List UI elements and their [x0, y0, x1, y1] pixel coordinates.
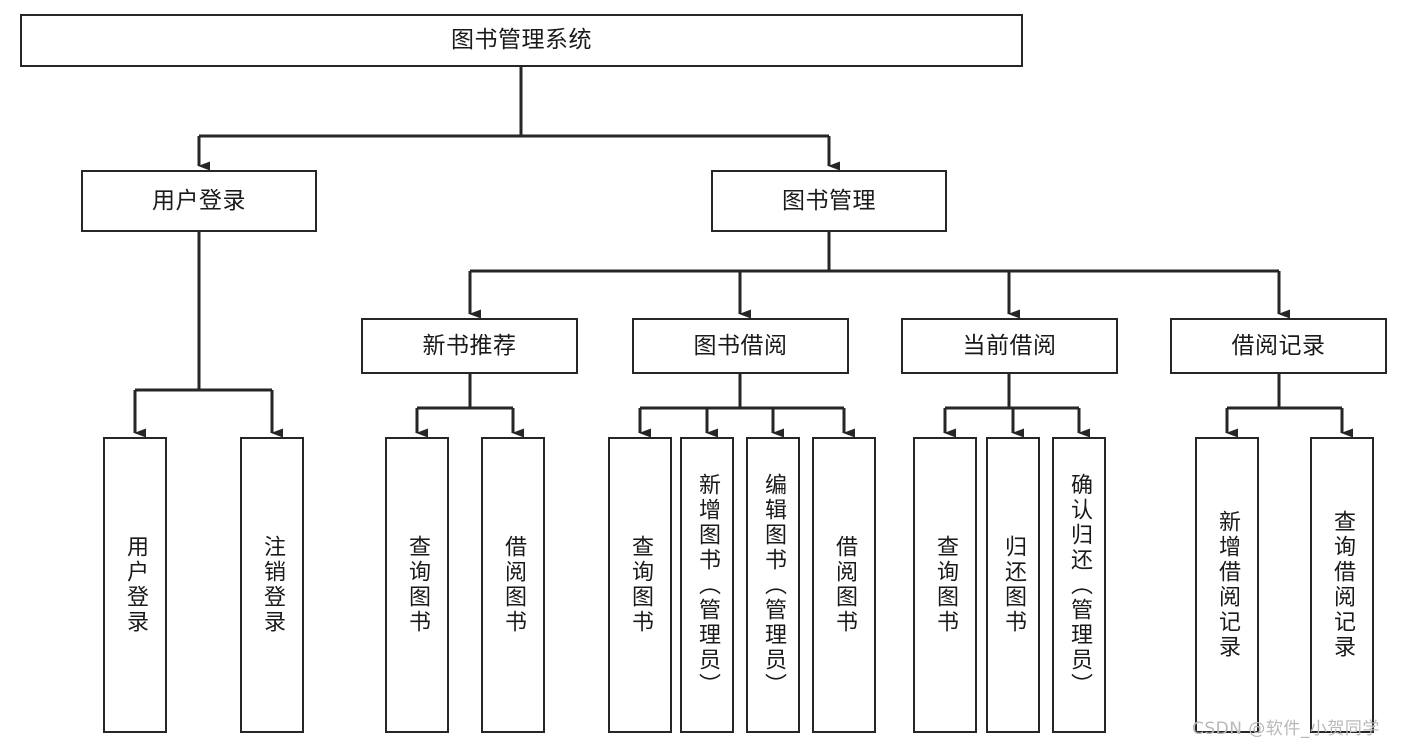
csdn-watermark: CSDN @软件_小贺同学: [1192, 719, 1380, 739]
node-new-book-rec[interactable]: 新书推荐: [361, 318, 578, 374]
node-borrow-record-label: 借阅记录: [1231, 332, 1326, 359]
node-leaf-confirm-return[interactable]: 确认归还（管理员）: [1052, 437, 1106, 733]
node-leaf-borrow-book-b-label: 借阅图书: [832, 535, 857, 635]
node-leaf-query-record-label: 查询借阅记录: [1330, 510, 1355, 660]
node-leaf-query-book-c-label: 查询图书: [933, 535, 958, 635]
node-root-label: 图书管理系统: [451, 27, 592, 53]
node-leaf-add-book-label: 新增图书（管理员）: [695, 472, 720, 698]
node-leaf-return-book-label: 归还图书: [1001, 535, 1026, 635]
node-leaf-borrow-book-rec[interactable]: 借阅图书: [481, 437, 545, 733]
node-current-borrow-label: 当前借阅: [962, 332, 1057, 359]
node-leaf-add-record[interactable]: 新增借阅记录: [1195, 437, 1259, 733]
node-leaf-logout-label: 注销登录: [260, 535, 285, 635]
node-leaf-logout[interactable]: 注销登录: [240, 437, 304, 733]
node-root[interactable]: 图书管理系统: [20, 14, 1023, 67]
node-leaf-user-login-label: 用户登录: [123, 535, 148, 635]
node-leaf-query-book-c[interactable]: 查询图书: [913, 437, 977, 733]
node-leaf-query-book-b-label: 查询图书: [628, 535, 653, 635]
node-user-login[interactable]: 用户登录: [81, 170, 317, 232]
node-leaf-borrow-book-b[interactable]: 借阅图书: [812, 437, 876, 733]
node-current-borrow[interactable]: 当前借阅: [901, 318, 1118, 374]
node-book-manage-label: 图书管理: [782, 187, 876, 214]
node-leaf-query-book-rec[interactable]: 查询图书: [385, 437, 449, 733]
node-leaf-edit-book-label: 编辑图书（管理员）: [761, 472, 786, 698]
node-new-book-rec-label: 新书推荐: [422, 332, 517, 359]
node-borrow-record[interactable]: 借阅记录: [1170, 318, 1387, 374]
node-leaf-add-record-label: 新增借阅记录: [1215, 510, 1240, 660]
node-leaf-query-book-b[interactable]: 查询图书: [608, 437, 672, 733]
node-leaf-user-login[interactable]: 用户登录: [103, 437, 167, 733]
node-user-login-label: 用户登录: [152, 187, 246, 214]
node-leaf-query-record[interactable]: 查询借阅记录: [1310, 437, 1374, 733]
node-leaf-add-book[interactable]: 新增图书（管理员）: [680, 437, 734, 733]
node-leaf-confirm-return-label: 确认归还（管理员）: [1067, 472, 1092, 698]
node-book-borrow[interactable]: 图书借阅: [632, 318, 849, 374]
node-leaf-query-book-rec-label: 查询图书: [405, 535, 430, 635]
node-leaf-edit-book[interactable]: 编辑图书（管理员）: [746, 437, 800, 733]
node-leaf-borrow-book-rec-label: 借阅图书: [501, 535, 526, 635]
node-book-manage[interactable]: 图书管理: [711, 170, 947, 232]
node-leaf-return-book[interactable]: 归还图书: [986, 437, 1040, 733]
node-book-borrow-label: 图书借阅: [693, 332, 788, 359]
